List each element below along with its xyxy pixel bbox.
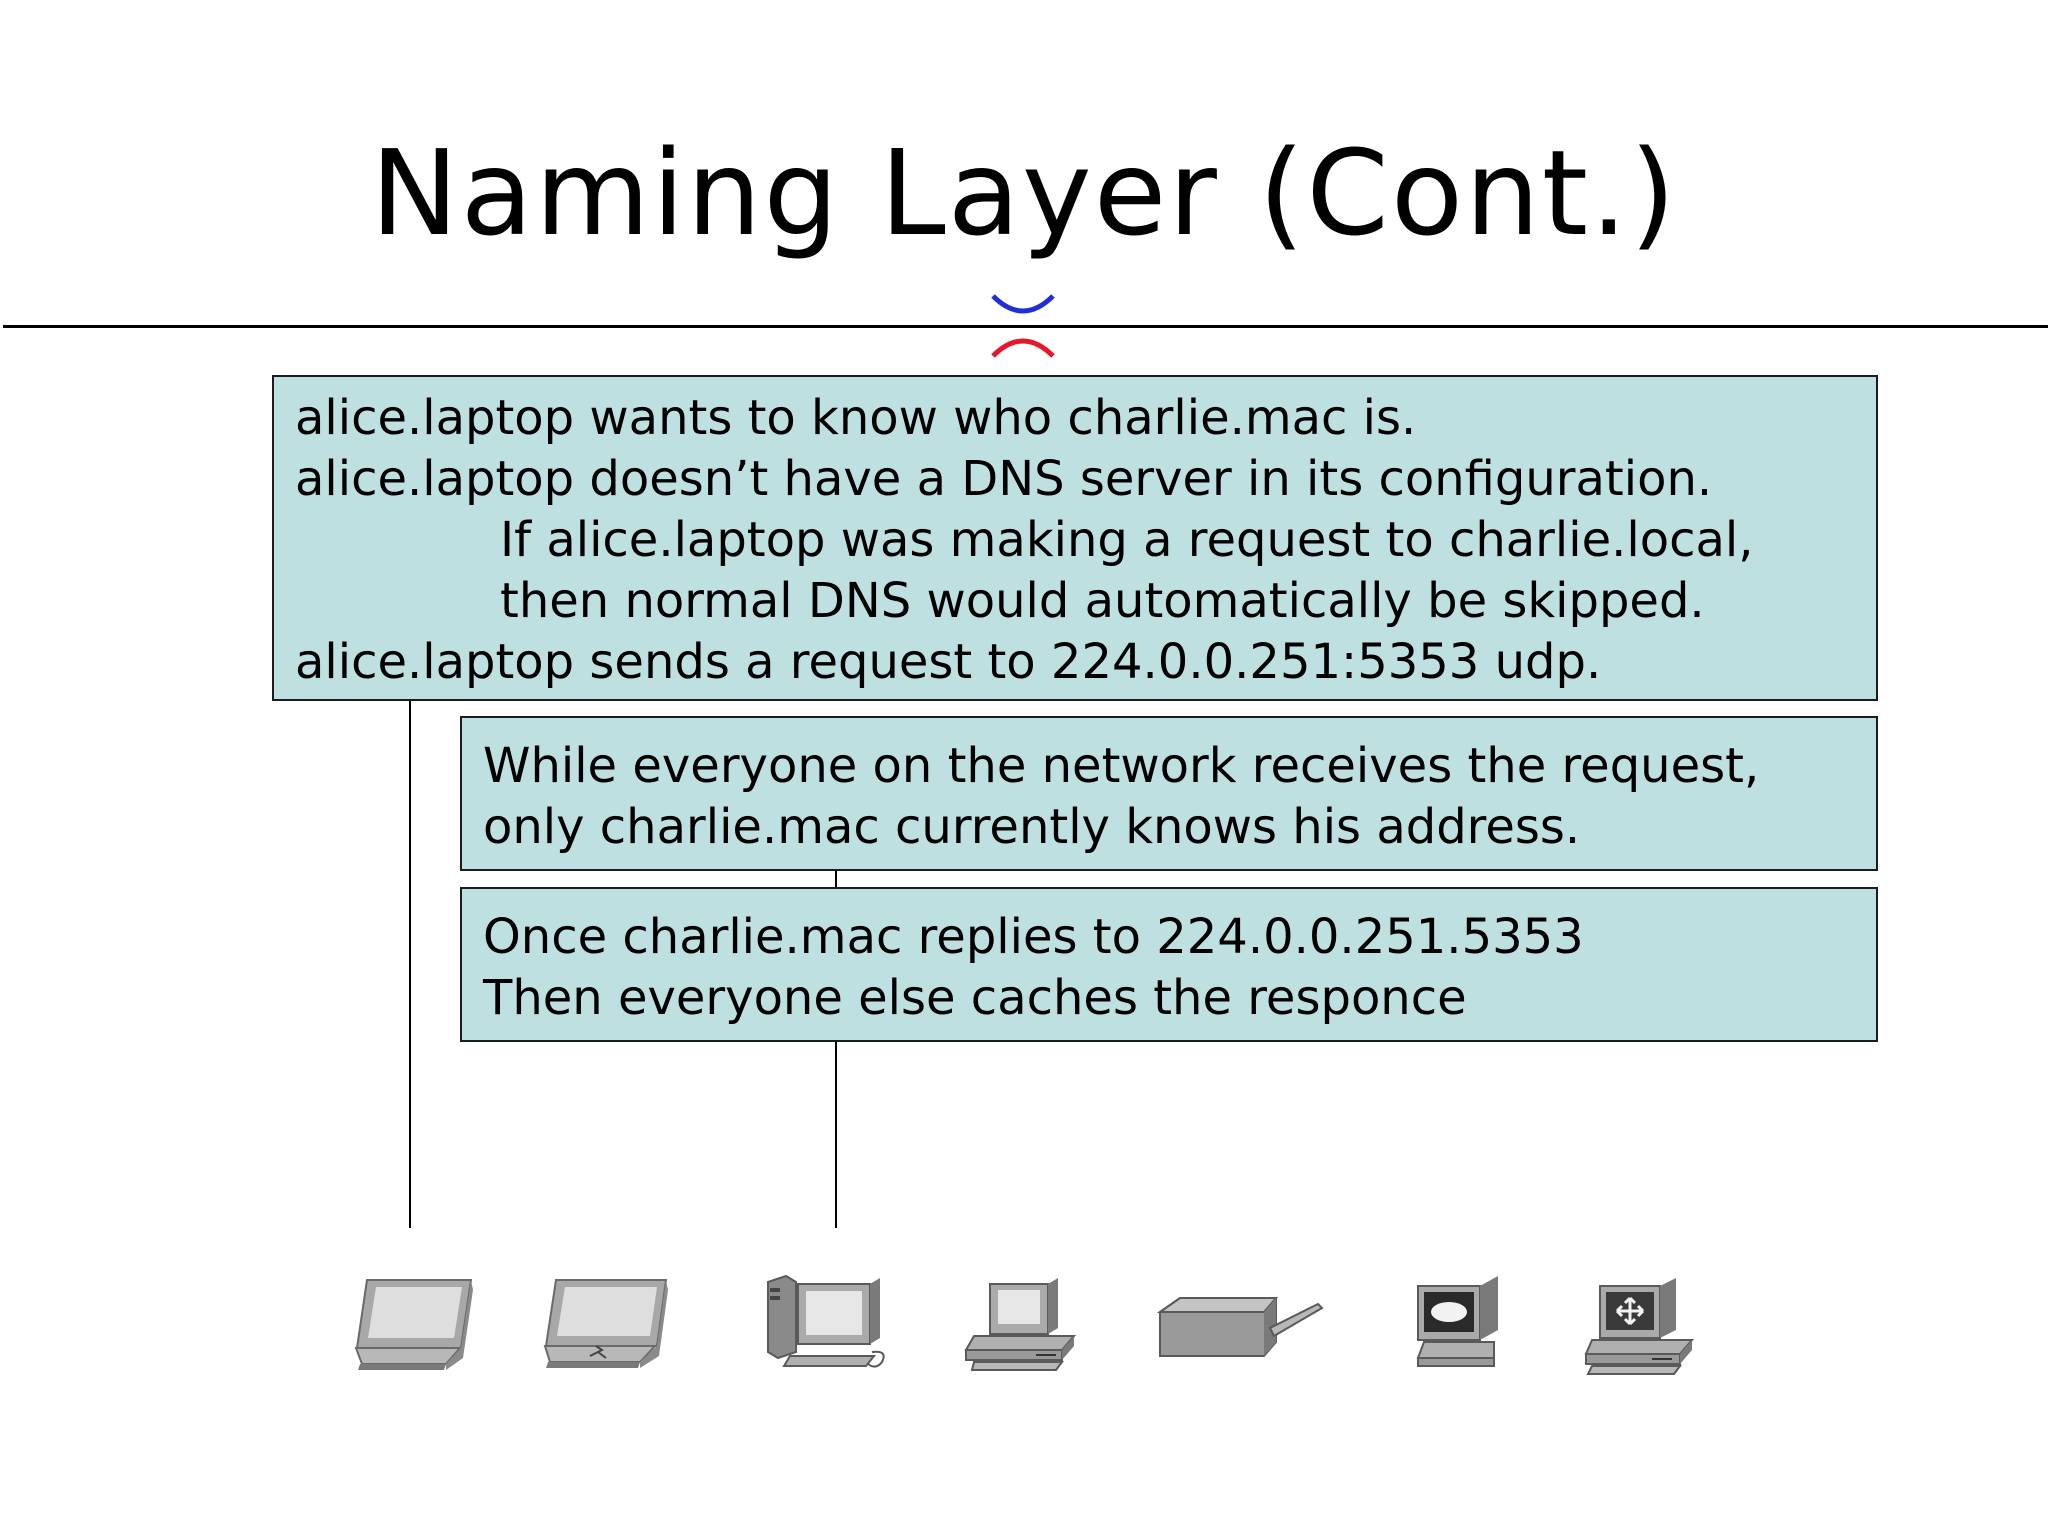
callout-line: Then everyone else caches the responce — [483, 970, 1467, 1026]
cloud-terminal-icon — [1416, 1276, 1498, 1367]
printer-icon — [1156, 1297, 1324, 1357]
callout-charlie-replies: Once charlie.mac replies to 224.0.0.251.… — [460, 887, 1878, 1042]
callout-line-indented: then normal DNS would automatically be s… — [500, 573, 1705, 629]
callout-line: alice.laptop sends a request to 224.0.0.… — [295, 634, 1602, 690]
wireless-laptop-icon — [543, 1279, 668, 1368]
network-bus-line — [3, 325, 2048, 328]
slide-title: Naming Layer (Cont.) — [370, 124, 1678, 262]
laptop-icon — [354, 1279, 473, 1370]
server-workstation-icon — [767, 1274, 885, 1368]
callout-network-receives: While everyone on the network receives t… — [460, 716, 1878, 871]
desktop-pc-icon — [964, 1278, 1077, 1371]
callout-alice-request: alice.laptop wants to know who charlie.m… — [272, 375, 1878, 701]
callout-line: only charlie.mac currently knows his add… — [483, 799, 1581, 855]
router-workstation-icon — [1584, 1278, 1695, 1375]
callout-line: alice.laptop doesn’t have a DNS server i… — [295, 451, 1713, 507]
callout-line: alice.laptop wants to know who charlie.m… — [295, 390, 1417, 446]
callout-line-indented: If alice.laptop was making a request to … — [500, 512, 1754, 568]
callout-line: Once charlie.mac replies to 224.0.0.251.… — [483, 909, 1584, 965]
crossover-symbol-icon — [991, 294, 1055, 358]
callout-line: While everyone on the network receives t… — [483, 738, 1760, 794]
